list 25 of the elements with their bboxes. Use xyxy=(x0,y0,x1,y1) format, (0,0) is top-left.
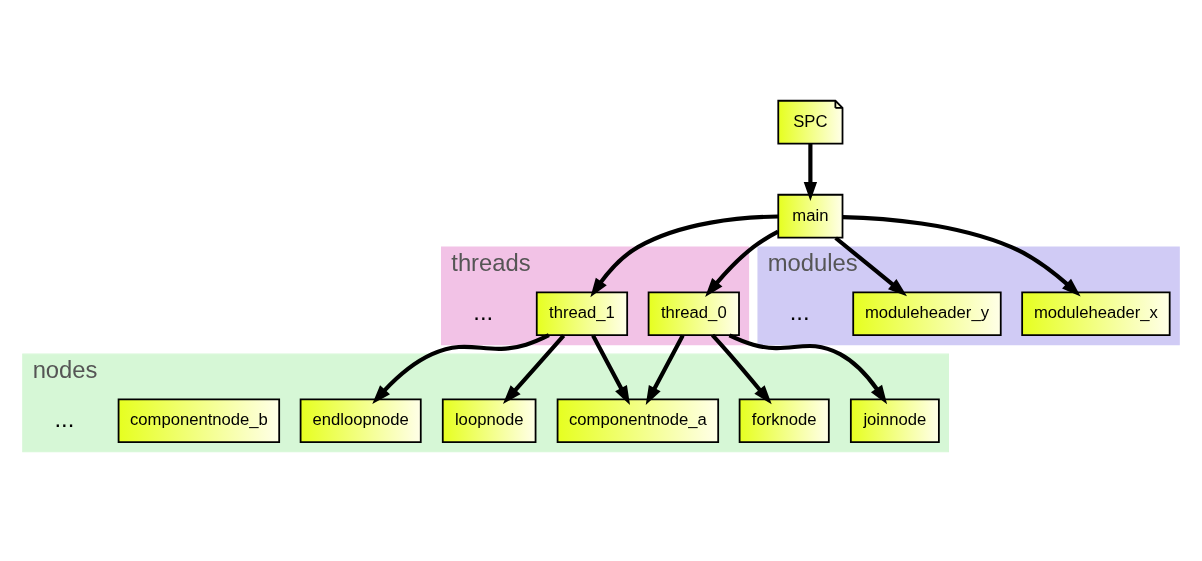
node-box: moduleheader_y xyxy=(852,290,1002,336)
node-box: thread_0 xyxy=(647,290,740,336)
arrow xyxy=(502,333,566,404)
arrow xyxy=(372,332,550,404)
arrow xyxy=(834,235,907,296)
node-box: joinnode xyxy=(849,398,940,443)
arrow xyxy=(645,334,685,405)
arrow xyxy=(590,213,779,297)
label: ... xyxy=(54,404,75,432)
node-box: main xyxy=(777,193,844,238)
node-box: loopnode xyxy=(441,398,537,443)
node-box: thread_1 xyxy=(535,290,629,336)
arrow xyxy=(803,143,818,201)
arrow xyxy=(591,334,630,405)
node-box: forknode xyxy=(738,398,830,443)
node-box: moduleheader_x xyxy=(1021,290,1171,336)
arrow xyxy=(842,214,1081,296)
node-box: componentnode_b xyxy=(117,398,281,443)
arrow xyxy=(710,333,772,404)
arrow xyxy=(705,229,780,297)
node-box: endloopnode xyxy=(299,398,422,443)
node-box: componentnode_a xyxy=(556,398,720,443)
label: ... xyxy=(473,297,494,325)
arrow xyxy=(728,332,888,404)
label: ... xyxy=(789,297,810,325)
